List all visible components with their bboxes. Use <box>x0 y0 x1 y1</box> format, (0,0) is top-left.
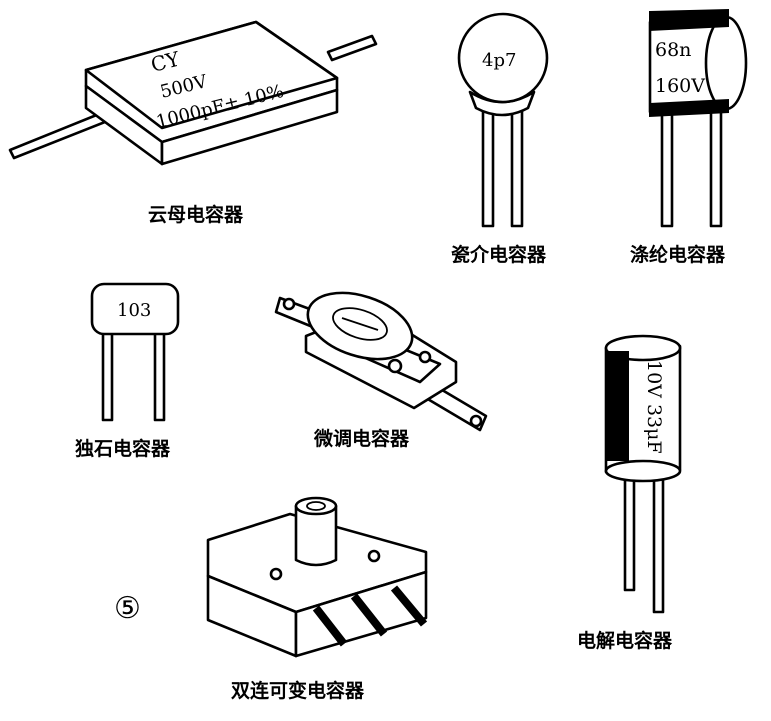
monolithic-lead-right <box>153 326 166 422</box>
trimmer-slot-line <box>341 317 379 331</box>
electrolytic-marking: 10V 33μF <box>643 360 665 454</box>
polyester-capacitor-label: 涤纶电容器 <box>630 243 726 266</box>
monolithic-capacitor: 103 <box>90 282 180 422</box>
electrolytic-bottom <box>604 459 682 483</box>
electrolytic-capacitor-label: 电解电容器 <box>577 629 673 652</box>
polyester-lead-left <box>660 108 674 228</box>
trimmer-tab-hole-left <box>282 297 296 311</box>
dual-variable-terminal-3 <box>390 585 428 627</box>
polyester-end-cap <box>704 15 748 111</box>
ceramic-capacitor: 4p7 <box>457 12 549 228</box>
trimmer-capacitor-label: 微调电容器 <box>313 427 410 450</box>
mica-capacitor-label: 云母电容器 <box>148 203 244 226</box>
dual-variable-capacitor-label: 双连可变电容器 <box>231 679 365 702</box>
dual-variable-shaft <box>294 504 338 567</box>
monolithic-marking: 103 <box>117 300 151 321</box>
trimmer-capacitor <box>274 291 488 432</box>
polyester-marking-voltage: 160V <box>655 75 705 97</box>
polyester-band-top <box>649 8 729 32</box>
dual-variable-terminal-1 <box>312 605 348 647</box>
dual-variable-hole-1 <box>269 567 283 581</box>
mica-body-top <box>84 20 339 130</box>
monolithic-body <box>90 282 180 336</box>
mica-body-right <box>160 88 339 166</box>
polyester-marking-capacitance: 68n <box>655 39 691 61</box>
polyester-capacitor: 68n 160V <box>648 8 748 228</box>
trimmer-tab-hole-right <box>469 414 483 428</box>
polyester-band-bottom <box>649 98 729 118</box>
ceramic-capacitor-label: 瓷介电容器 <box>451 243 547 266</box>
electrolytic-capacitor: 10V 33μF <box>604 334 682 614</box>
trimmer-rivet-2 <box>418 350 432 364</box>
dual-variable-hole-2 <box>367 549 381 563</box>
ceramic-marking: 4p7 <box>482 50 516 71</box>
electrolytic-lead-right <box>652 468 665 614</box>
trimmer-rivet-1 <box>387 358 403 374</box>
polyester-lead-right <box>709 108 723 228</box>
mica-capacitor: CY 500V 1000pF± 10% <box>8 20 378 166</box>
dual-variable-shaft-hole <box>306 501 326 511</box>
electrolytic-polarity-stripe <box>607 351 629 461</box>
trimmer-rotor <box>306 291 414 361</box>
mica-lead-right <box>326 34 378 62</box>
dual-variable-shaft-top <box>294 496 338 516</box>
dual-variable-capacitor <box>206 496 428 658</box>
dual-variable-terminal-2 <box>350 593 388 637</box>
monolithic-capacitor-label: 独石电容器 <box>75 437 171 460</box>
mica-lead-left <box>8 110 112 160</box>
ceramic-disc <box>457 12 549 104</box>
trimmer-adjust-slot <box>332 307 388 341</box>
electrolytic-lead-left <box>623 468 636 592</box>
monolithic-lead-left <box>101 326 114 422</box>
figure-number: ⑤ <box>114 591 141 626</box>
